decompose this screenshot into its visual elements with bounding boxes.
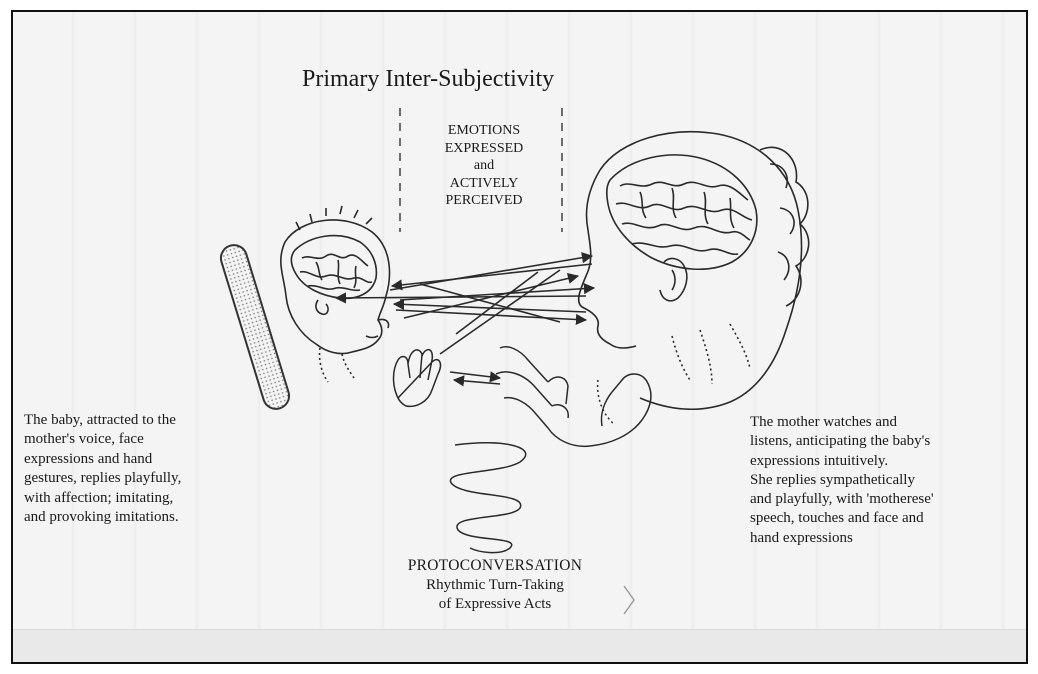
baby-caption: The baby, attracted to the mother's voic… [24, 411, 254, 527]
center-label-line: ACTIVELY [400, 175, 568, 193]
mother-caption-line: The mother watches and [750, 413, 1012, 432]
mother-caption: The mother watches and listens, anticipa… [750, 413, 1012, 548]
mother-caption-line: expressions intuitively. [750, 452, 1012, 471]
mother-caption-line: and playfully, with 'motherese' [750, 490, 1012, 509]
protoconversation-line: Rhythmic Turn-Taking [360, 576, 630, 596]
mother-hand-drawing [496, 347, 651, 447]
center-label-line: and [400, 157, 568, 175]
center-label-line: EMOTIONS [400, 122, 568, 140]
baby-head-drawing [281, 206, 390, 382]
diagram-title: Primary Inter-Subjectivity [302, 66, 554, 93]
mother-caption-line: She replies sympathetically [750, 471, 1012, 490]
protoconversation-caption: PROTOCONVERSATION Rhythmic Turn-Taking o… [360, 556, 630, 615]
baby-hand-drawing [394, 350, 441, 407]
mother-caption-line: speech, touches and face and [750, 509, 1012, 528]
baby-caption-line: with affection; imitating, [24, 489, 254, 508]
rhythm-wave [450, 443, 525, 553]
mother-caption-line: hand expressions [750, 529, 1012, 548]
mother-caption-line: listens, anticipating the baby's [750, 432, 1012, 451]
baby-caption-line: expressions and hand [24, 450, 254, 469]
baby-caption-line: and provoking imitations. [24, 508, 254, 527]
protoconversation-heading: PROTOCONVERSATION [360, 556, 630, 576]
center-label-line: PERCEIVED [400, 192, 568, 210]
interaction-arrows [336, 256, 594, 384]
baby-caption-line: gestures, replies playfully, [24, 469, 254, 488]
baby-caption-line: The baby, attracted to the [24, 411, 254, 430]
center-label-line: EXPRESSED [400, 140, 568, 158]
protoconversation-line: of Expressive Acts [360, 595, 630, 615]
baby-caption-line: mother's voice, face [24, 430, 254, 449]
center-label: EMOTIONS EXPRESSED and ACTIVELY PERCEIVE… [400, 122, 568, 210]
mother-head-drawing [579, 132, 809, 409]
